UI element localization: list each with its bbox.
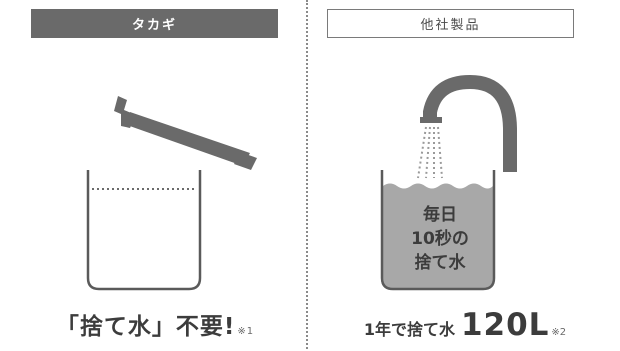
empty-cup-icon — [86, 170, 202, 291]
tank-text-line-2: 10秒の — [411, 229, 469, 249]
takagi-caption: 「捨て水」不要! ※1 — [0, 307, 310, 351]
other-brand-illustration — [380, 74, 517, 291]
takagi-caption-text: 「捨て水」不要! — [55, 314, 236, 340]
takagi-label: タカギ — [31, 9, 278, 38]
faucet-tilted-icon — [114, 96, 257, 170]
filled-cup-icon — [380, 170, 496, 291]
other-brand-caption-prefix: 1年で捨て水 — [363, 320, 455, 339]
other-brand-label: 他社製品 — [327, 9, 574, 38]
takagi-illustration — [86, 96, 257, 291]
other-brand-caption: 1年で捨て水 120L ※2 — [310, 307, 620, 351]
takagi-note: ※1 — [237, 326, 255, 337]
panel-divider — [306, 0, 308, 349]
tank-text-line-3: 捨て水 — [414, 253, 466, 273]
other-brand-panel: 他社製品 毎日 10秒の 捨て水 1年で捨て水 120L ※2 — [310, 0, 620, 349]
waste-water-amount: 120L — [460, 307, 550, 343]
other-brand-note: ※2 — [551, 327, 567, 338]
water-spray-icon — [417, 126, 443, 179]
tank-text-line-1: 毎日 — [423, 205, 457, 225]
gooseneck-faucet-icon — [420, 74, 517, 172]
takagi-panel: タカギ 「捨て水」不要! ※1 — [0, 0, 310, 349]
